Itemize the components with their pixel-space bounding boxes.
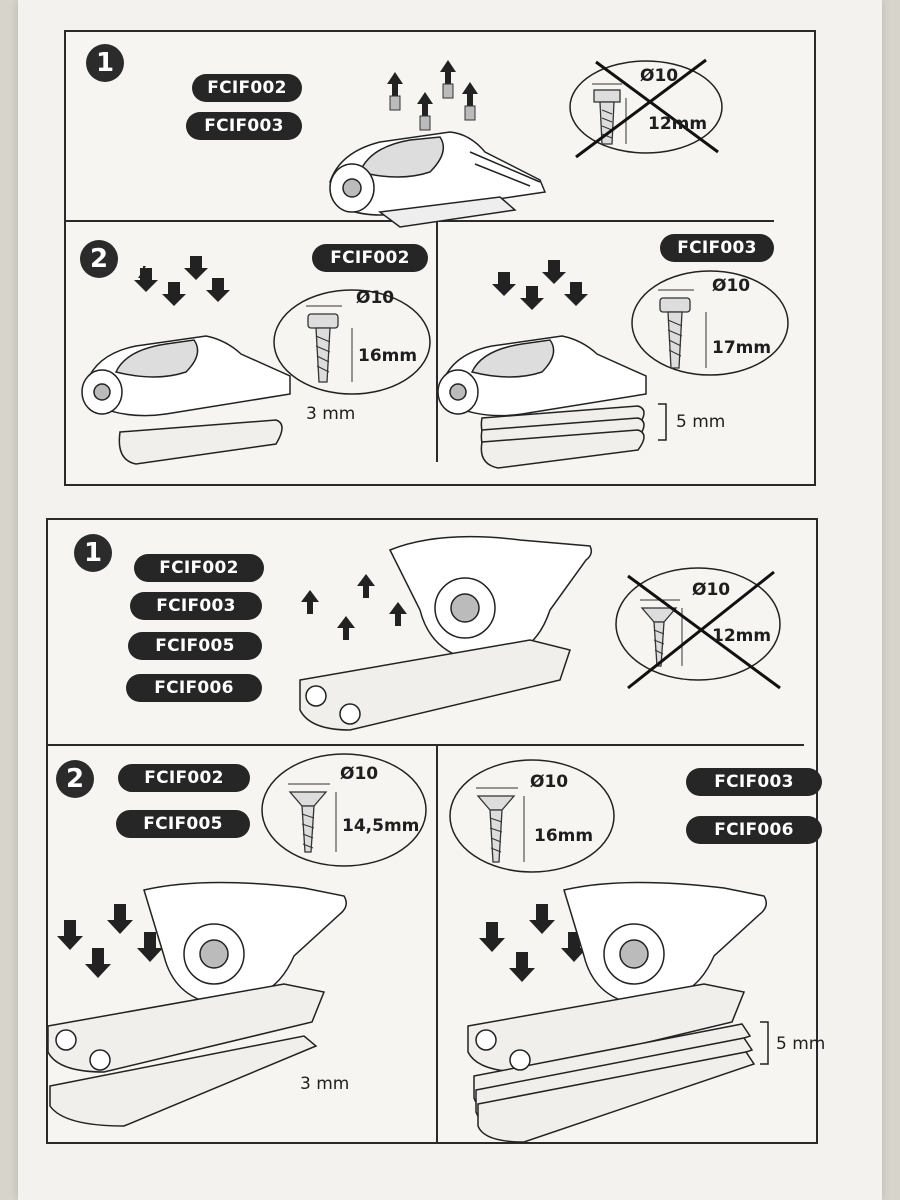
binding-heel-plate-5mm-illustration [437, 260, 647, 469]
bottom-step1-model-badge-1: FCIF002 [134, 554, 264, 582]
top-step2-right-screw-diameter: Ø10 [712, 276, 751, 296]
screw-17mm-icon [631, 270, 789, 376]
top-step2-right-screw-length: 17mm [712, 338, 772, 358]
bottom-step1-number: 1 [74, 534, 112, 572]
bottom-step2-right-model-badge-2: FCIF006 [686, 816, 822, 844]
thickness-bracket-5mm [658, 403, 667, 441]
thickness-bracket-5mm-2 [760, 1021, 769, 1065]
top-step1-screw-length: 12mm [648, 114, 708, 134]
top-step2-left-plate-thickness: 3 mm [306, 404, 356, 424]
bottom-step2-left-screw-diameter: Ø10 [340, 764, 379, 784]
bottom-step2-left-model-badge-2: FCIF005 [116, 810, 250, 838]
bottom-step2-number: 2 [56, 760, 94, 798]
binding-heel-plate-3mm-illustration [81, 256, 291, 465]
binding-heel-illustration [329, 60, 547, 228]
top-step2-left-model-badge: FCIF002 [312, 244, 428, 272]
binding-toe-illustration [299, 535, 593, 731]
top-step1-screw-diameter: Ø10 [640, 66, 679, 86]
top-step2-number: 2 [80, 240, 118, 278]
bottom-step1-screw-diameter: Ø10 [692, 580, 731, 600]
binding-toe-plate-3mm-illustration [47, 881, 347, 1127]
bottom-step2-right-screw-length: 16mm [534, 826, 594, 846]
top-step2-right-plate-thickness: 5 mm [676, 412, 726, 432]
top-step2-left-screw-diameter: Ø10 [356, 288, 395, 308]
bottom-step1-screw-length: 12mm [712, 626, 772, 646]
top-step2-divider [436, 222, 438, 462]
bottom-step1-model-badge-4: FCIF006 [126, 674, 262, 702]
crossed-screw-12mm-icon [569, 58, 723, 159]
bottom-step1-model-badge-2: FCIF003 [130, 592, 262, 620]
bottom-step2-right-screw-diameter: Ø10 [530, 772, 569, 792]
top-step1-model-badge-2: FCIF003 [186, 112, 302, 140]
bottom-step2-left-plate-thickness: 3 mm [300, 1074, 350, 1094]
bottom-step2-left-model-badge-1: FCIF002 [118, 764, 250, 792]
top-step1-number: 1 [86, 44, 124, 82]
screw-16mm-icon [273, 289, 431, 395]
top-step1-model-badge-1: FCIF002 [192, 74, 302, 102]
top-step2-right-model-badge: FCIF003 [660, 234, 774, 262]
bottom-step2-right-model-badge-1: FCIF003 [686, 768, 822, 796]
bottom-step2-left-screw-length: 14,5mm [342, 816, 420, 836]
bottom-panel-divider [46, 744, 804, 746]
bottom-step1-model-badge-3: FCIF005 [128, 632, 262, 660]
screw-14-5mm-icon [261, 753, 427, 867]
screw-16mm-icon-2 [449, 759, 615, 873]
binding-toe-plate-5mm-illustration [467, 881, 767, 1143]
bottom-step2-right-plate-thickness: 5 mm [776, 1034, 826, 1054]
top-step2-left-screw-length: 16mm [358, 346, 418, 366]
crossed-screw-12mm-icon-2 [615, 567, 781, 690]
bottom-step2-divider [436, 746, 438, 1142]
